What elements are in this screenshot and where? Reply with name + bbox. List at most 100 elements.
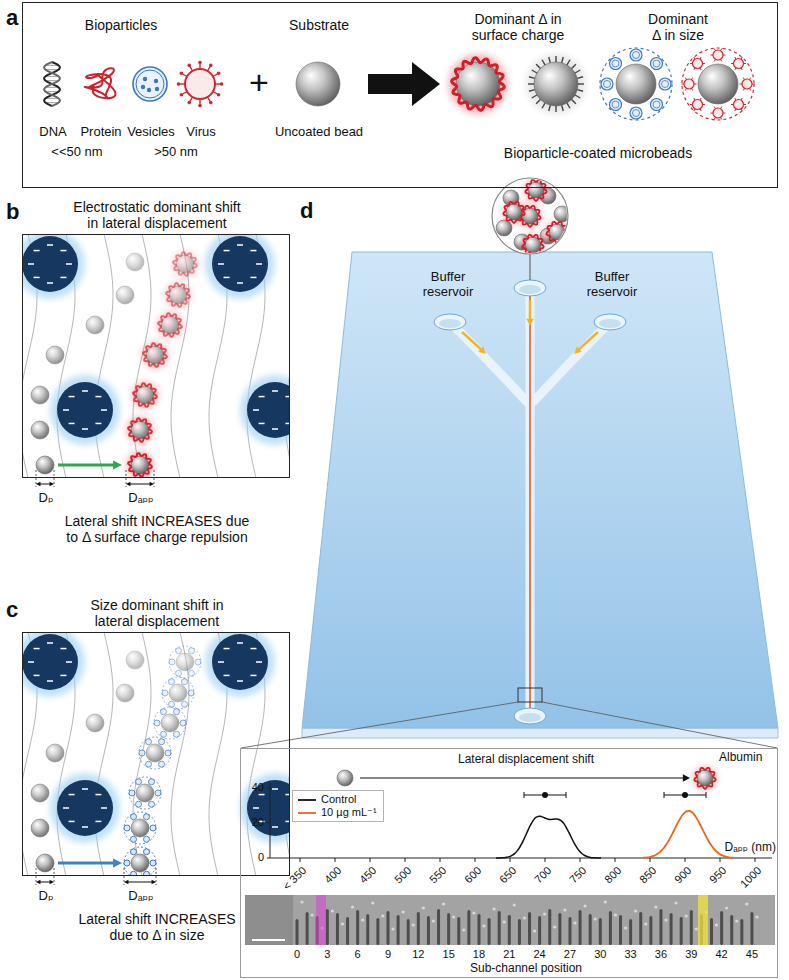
arrow-shaft bbox=[58, 862, 114, 865]
magnifier-line bbox=[530, 254, 531, 280]
protein-coating bbox=[166, 283, 190, 307]
charge-glow bbox=[131, 381, 159, 409]
dna-strand bbox=[536, 100, 540, 104]
tick-label: 40 bbox=[252, 781, 264, 794]
item-label: Uncoated bead bbox=[275, 125, 363, 140]
charge-glow bbox=[521, 233, 545, 257]
charge-glow bbox=[448, 54, 508, 114]
micrograph-speck bbox=[553, 925, 556, 928]
charge-symbol bbox=[95, 821, 101, 823]
charge-symbol bbox=[224, 675, 230, 677]
arrow-shaft bbox=[360, 777, 684, 778]
size-halo bbox=[124, 847, 156, 876]
vesicle-icon bbox=[136, 801, 142, 807]
tick-label: 21 bbox=[503, 948, 515, 961]
legend-text: 10 µg mL⁻¹ bbox=[321, 806, 377, 819]
vesicle-icon bbox=[146, 761, 152, 767]
tick-label: 700 bbox=[532, 864, 554, 886]
charge-symbol bbox=[82, 390, 88, 392]
vesicle-icon bbox=[149, 801, 155, 807]
vesicle-icon bbox=[161, 731, 167, 737]
virus-spike-tip bbox=[177, 82, 181, 86]
legend-line bbox=[298, 812, 316, 814]
virus-icon bbox=[713, 108, 723, 118]
panel-letter: d bbox=[300, 198, 313, 223]
micrograph-speck bbox=[695, 927, 698, 930]
bead-label: Albumin bbox=[719, 751, 762, 765]
charge-symbol bbox=[28, 263, 34, 265]
dna-strand bbox=[577, 77, 583, 79]
dimension-guide bbox=[54, 868, 55, 885]
mean-dot bbox=[682, 792, 688, 798]
microbead bbox=[337, 770, 353, 786]
x-tick bbox=[580, 858, 581, 862]
charge-glow bbox=[502, 200, 526, 224]
control-curve bbox=[496, 816, 601, 858]
vesicle-membrane bbox=[612, 101, 619, 108]
micrograph-speck bbox=[503, 920, 506, 923]
microbead bbox=[116, 286, 134, 304]
dna-strand bbox=[575, 70, 580, 73]
virus-icon bbox=[734, 100, 744, 110]
sub-channel-wall bbox=[750, 912, 753, 945]
microbead bbox=[554, 206, 570, 222]
charge-glow bbox=[693, 766, 717, 790]
item-label: Virus bbox=[186, 125, 215, 140]
tick-label: 650 bbox=[497, 864, 519, 886]
vesicle-icon bbox=[144, 836, 150, 842]
charge-symbol bbox=[28, 661, 34, 663]
micrograph-speck bbox=[644, 922, 647, 925]
tick-label: 45 bbox=[746, 948, 758, 961]
microbead bbox=[136, 784, 154, 802]
protein-coating bbox=[173, 252, 197, 276]
chip-body bbox=[302, 252, 778, 728]
virus-spike-tip bbox=[220, 82, 224, 86]
protein-coating bbox=[143, 343, 167, 367]
arrow-head bbox=[150, 482, 154, 487]
charge-symbol bbox=[253, 807, 259, 809]
sub-channel-wall bbox=[336, 913, 339, 945]
legend-text: Control bbox=[321, 793, 356, 806]
legend-item: 10 µg mL⁻¹ bbox=[297, 806, 377, 819]
bead-track-highlight bbox=[316, 895, 326, 945]
micrograph-speck bbox=[664, 918, 667, 921]
tick-label: 24 bbox=[534, 948, 546, 961]
charge-symbol bbox=[218, 263, 224, 265]
sub-channel-wall bbox=[740, 919, 743, 945]
micrograph-speck bbox=[462, 928, 465, 931]
charge-symbol bbox=[69, 396, 75, 398]
charge-glow bbox=[524, 178, 548, 202]
sample-stream bbox=[529, 296, 531, 712]
charge-symbol bbox=[224, 277, 230, 279]
x-tick bbox=[370, 858, 371, 862]
microbead bbox=[36, 854, 54, 872]
charge-symbol bbox=[60, 250, 66, 252]
vesicle-icon bbox=[180, 720, 186, 726]
dimension-guide bbox=[36, 470, 37, 487]
vesicle-icon bbox=[659, 78, 671, 90]
sub-channel-wall bbox=[467, 910, 470, 945]
sub-channel-wall bbox=[538, 916, 541, 945]
sub-channel-wall bbox=[558, 913, 561, 945]
vesicle-icon bbox=[609, 57, 621, 69]
sub-channel-wall bbox=[609, 911, 612, 945]
vesicle-icon bbox=[139, 750, 145, 756]
micrograph-speck bbox=[725, 906, 728, 909]
protein-icon bbox=[85, 68, 116, 98]
y-tick bbox=[267, 823, 270, 824]
arrow-head bbox=[683, 774, 690, 781]
charge-symbol bbox=[256, 263, 262, 265]
legend-sample bbox=[297, 796, 317, 804]
vesicle-membrane bbox=[633, 110, 640, 117]
microbead bbox=[534, 62, 578, 106]
micrograph-speck bbox=[685, 914, 688, 917]
error-cap bbox=[566, 792, 567, 798]
arrow-head bbox=[50, 880, 54, 885]
protein-coating bbox=[128, 418, 152, 442]
vesicle-cargo bbox=[155, 87, 159, 91]
panel-heading: Electrostatic dominant shift in lateral … bbox=[42, 199, 272, 231]
micrograph-speck bbox=[735, 919, 738, 922]
panel-heading: Size dominant shift in lateral displacem… bbox=[42, 597, 272, 629]
dimension-guide bbox=[154, 470, 155, 487]
